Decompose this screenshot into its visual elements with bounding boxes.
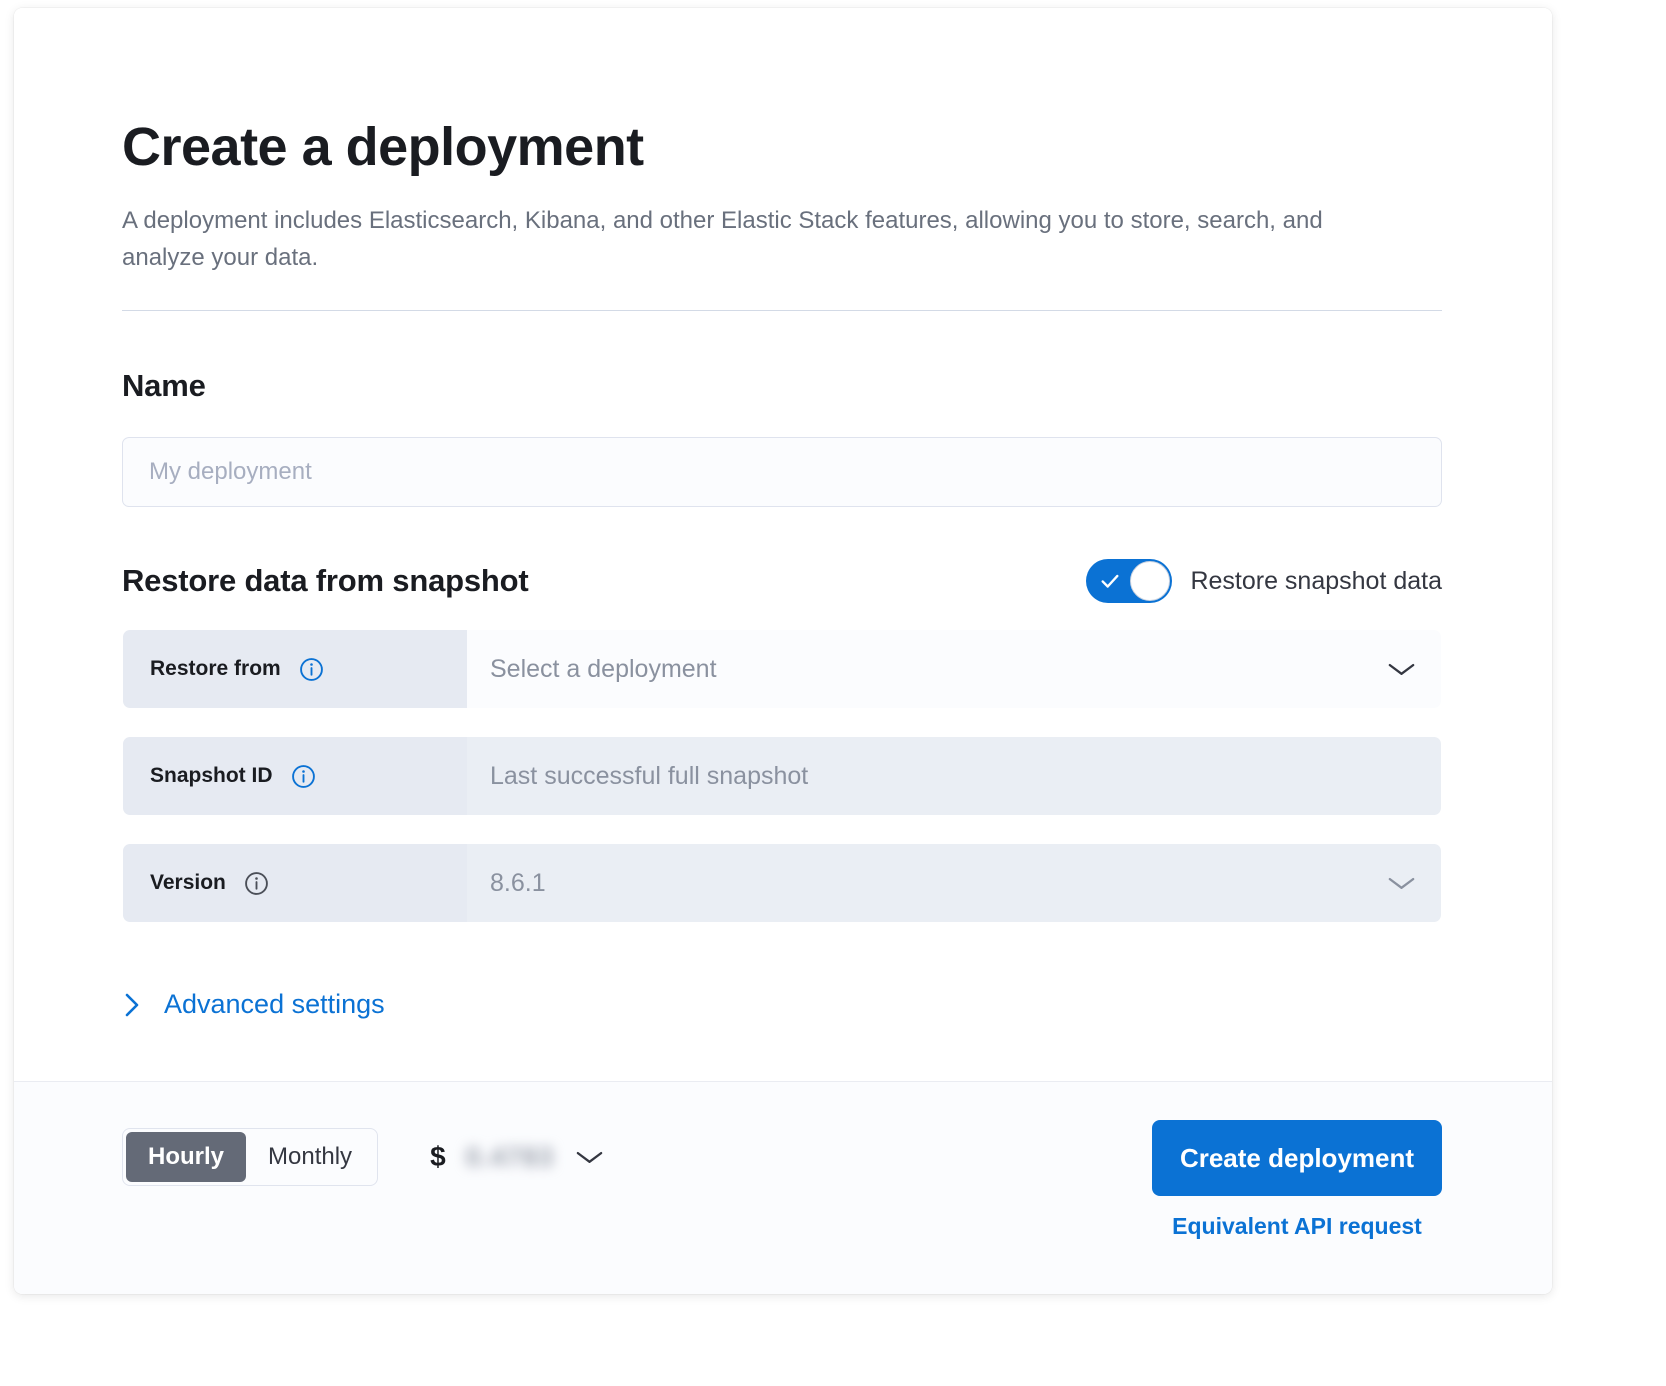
- price-amount-redacted: 0.4783: [465, 1141, 555, 1172]
- version-value: 8.6.1: [490, 868, 546, 897]
- restore-snapshot-toggle-group[interactable]: Restore snapshot data: [1086, 559, 1442, 603]
- header-divider: [122, 310, 1442, 311]
- check-icon: [1101, 574, 1119, 588]
- footer-left-group: Hourly Monthly $ 0.4783: [122, 1128, 605, 1186]
- chevron-down-icon[interactable]: [574, 1148, 605, 1166]
- restore-snapshot-toggle-label: Restore snapshot data: [1190, 566, 1442, 595]
- page-title: Create a deployment: [122, 117, 644, 177]
- snapshot-id-row[interactable]: Snapshot ID Last successful full snapsho…: [122, 736, 1442, 816]
- price-currency-symbol: $: [430, 1141, 446, 1172]
- restore-from-label: Restore from: [150, 657, 281, 680]
- chevron-down-icon[interactable]: [1386, 874, 1417, 892]
- billing-option-hourly[interactable]: Hourly: [126, 1132, 247, 1182]
- advanced-settings-toggle[interactable]: Advanced settings: [122, 989, 452, 1020]
- create-deployment-button[interactable]: Create deployment: [1152, 1120, 1442, 1196]
- restore-snapshot-switch[interactable]: [1086, 559, 1173, 603]
- snapshot-id-input[interactable]: Last successful full snapshot: [467, 737, 1441, 815]
- restore-from-value: Select a deployment: [490, 654, 717, 683]
- chevron-right-icon[interactable]: [122, 991, 142, 1019]
- switch-knob: [1130, 561, 1171, 601]
- version-label: Version: [150, 871, 226, 894]
- price-display[interactable]: $ 0.4783: [430, 1141, 605, 1173]
- page-subtitle: A deployment includes Elasticsearch, Kib…: [122, 207, 1323, 271]
- restore-section-title: Restore data from snapshot: [122, 563, 529, 598]
- deployment-name-placeholder: My deployment: [149, 458, 312, 485]
- footer-bar: Hourly Monthly $ 0.4783 Create deploymen…: [14, 1081, 1552, 1294]
- create-deployment-panel: Create a deployment A deployment include…: [14, 8, 1552, 1294]
- restore-from-select[interactable]: Select a deployment: [467, 630, 1441, 708]
- info-circle-icon[interactable]: [299, 657, 324, 682]
- info-circle-icon[interactable]: [244, 871, 269, 896]
- restore-from-label-group: Restore from: [123, 630, 467, 708]
- billing-period-toggle[interactable]: Hourly Monthly: [122, 1128, 379, 1186]
- footer-right-group: Create deployment Equivalent API request: [1152, 1120, 1442, 1240]
- restore-form-rows: Restore from Select a deployment: [122, 629, 1442, 923]
- info-circle-icon[interactable]: [291, 764, 316, 789]
- snapshot-id-value: Last successful full snapshot: [490, 761, 809, 790]
- advanced-settings-label: Advanced settings: [164, 989, 385, 1019]
- form-body: Create a deployment A deployment include…: [14, 8, 1552, 1081]
- billing-option-monthly[interactable]: Monthly: [268, 1143, 353, 1170]
- version-row[interactable]: Version 8.6.1: [122, 843, 1442, 923]
- name-section-title: Name: [122, 368, 206, 403]
- snapshot-id-label-group: Snapshot ID: [123, 737, 467, 815]
- version-select[interactable]: 8.6.1: [467, 844, 1441, 922]
- snapshot-id-label: Snapshot ID: [150, 764, 273, 787]
- chevron-down-icon[interactable]: [1386, 660, 1417, 678]
- restore-section-header: Restore data from snapshot Restore snaps…: [122, 559, 1442, 603]
- version-label-group: Version: [123, 844, 467, 922]
- equivalent-api-request-link[interactable]: Equivalent API request: [1172, 1213, 1422, 1239]
- deployment-name-input[interactable]: My deployment: [122, 437, 1442, 507]
- restore-from-row[interactable]: Restore from Select a deployment: [122, 629, 1442, 709]
